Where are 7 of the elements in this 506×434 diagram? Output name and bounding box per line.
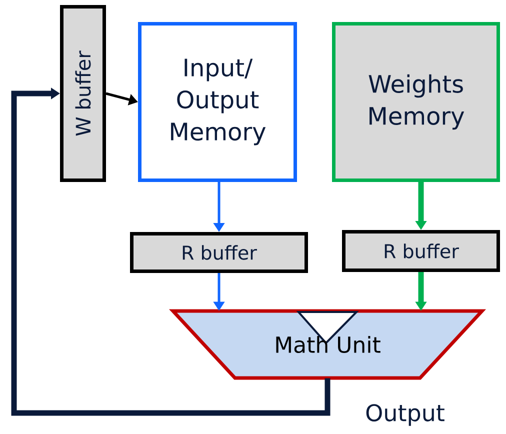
buffer-box: R buffer	[342, 230, 500, 272]
arrow	[11, 88, 330, 416]
memory-box: Input/ Output Memory	[138, 22, 297, 182]
buffer-box: R buffer	[130, 232, 308, 273]
edge-label: Output	[366, 404, 444, 426]
buffer-box: W buffer	[60, 5, 106, 182]
memory-box: Weights Memory	[332, 22, 500, 182]
